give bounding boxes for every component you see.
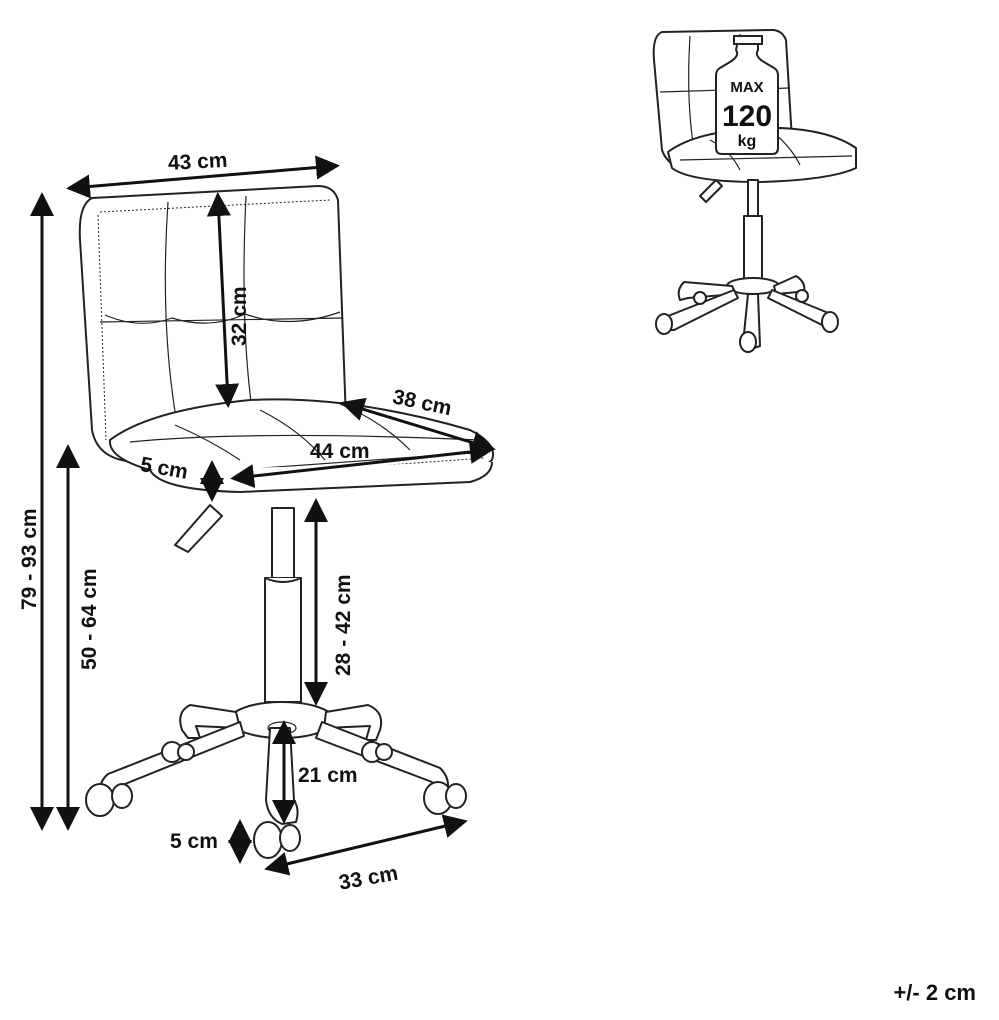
label-back-width: 43 cm xyxy=(167,149,228,175)
label-seat-height: 50 - 64 cm xyxy=(78,568,101,670)
label-seat-width: 44 cm xyxy=(310,440,370,463)
label-back-height: 32 cm xyxy=(228,286,251,346)
weight-max-label: MAX xyxy=(730,79,763,96)
tolerance-note: +/- 2 cm xyxy=(893,980,976,1005)
label-total-height: 79 - 93 cm xyxy=(18,508,41,610)
base-leg-right-back xyxy=(323,704,383,741)
main-chair-drawing xyxy=(78,185,494,859)
weight-unit: kg xyxy=(738,133,757,150)
gas-cylinder xyxy=(271,507,295,581)
height-lever xyxy=(174,504,223,553)
base-leg-front xyxy=(265,727,299,825)
dimension-lines xyxy=(30,155,496,876)
label-base-radius: 33 cm xyxy=(337,862,400,895)
weight-icon xyxy=(715,39,779,155)
label-base-leg: 21 cm xyxy=(298,764,358,787)
weight-badge: MAX 120 kg xyxy=(715,35,779,155)
label-caster-height: 5 cm xyxy=(170,830,218,853)
label-gas-lift: 28 - 42 cm xyxy=(332,574,355,676)
base-leg-left-back xyxy=(179,704,241,739)
weight-value: 120 xyxy=(722,100,772,133)
